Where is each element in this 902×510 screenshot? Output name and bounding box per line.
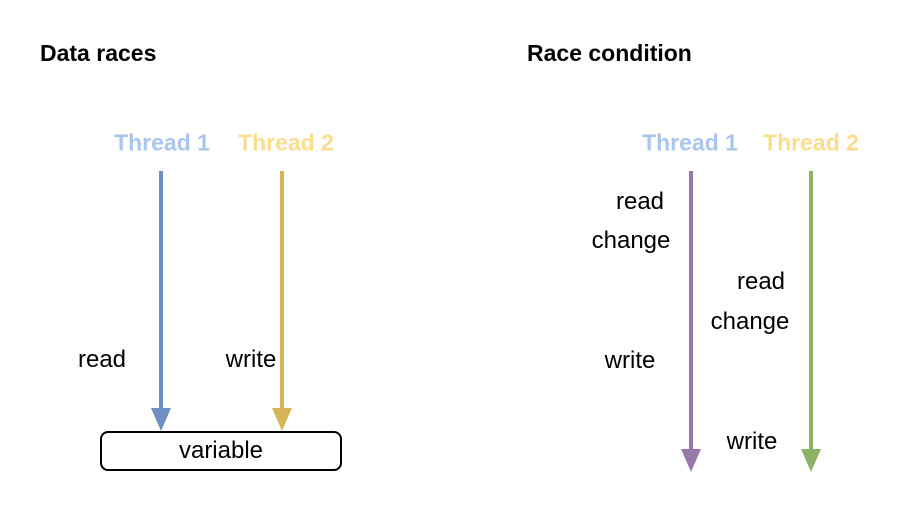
race-condition-thread2-step-write: write [726, 428, 778, 455]
race-condition-thread1-step-change: change [591, 227, 671, 254]
race-condition-title: Race condition [527, 40, 692, 66]
arrow-head-icon [151, 408, 171, 431]
race-condition-thread2-arrow [801, 171, 821, 472]
race-condition-thread1-arrow [681, 171, 701, 472]
race-condition-thread1-step-read: read [615, 188, 665, 215]
arrow-head-icon [681, 449, 701, 472]
variable-box: variable [100, 431, 342, 471]
data-races-thread2-label: Thread 2 [238, 129, 334, 156]
data-races-thread2-action-label: write [225, 346, 277, 373]
race-condition-thread1-step-write: write [604, 347, 656, 374]
arrow-head-icon [801, 449, 821, 472]
arrow-head-icon [272, 408, 292, 431]
data-races-thread1-action-label: read [77, 346, 127, 373]
race-condition-thread2-step-read: read [736, 268, 786, 295]
data-races-thread1-label: Thread 1 [114, 129, 210, 156]
data-races-thread2-arrow [272, 171, 292, 431]
variable-box-label: variable [178, 437, 264, 464]
race-condition-thread2-label: Thread 2 [763, 129, 859, 156]
data-races-title: Data races [40, 40, 157, 66]
race-condition-thread2-step-change: change [710, 308, 790, 335]
data-races-thread1-arrow [151, 171, 171, 431]
race-condition-thread1-label: Thread 1 [642, 129, 738, 156]
